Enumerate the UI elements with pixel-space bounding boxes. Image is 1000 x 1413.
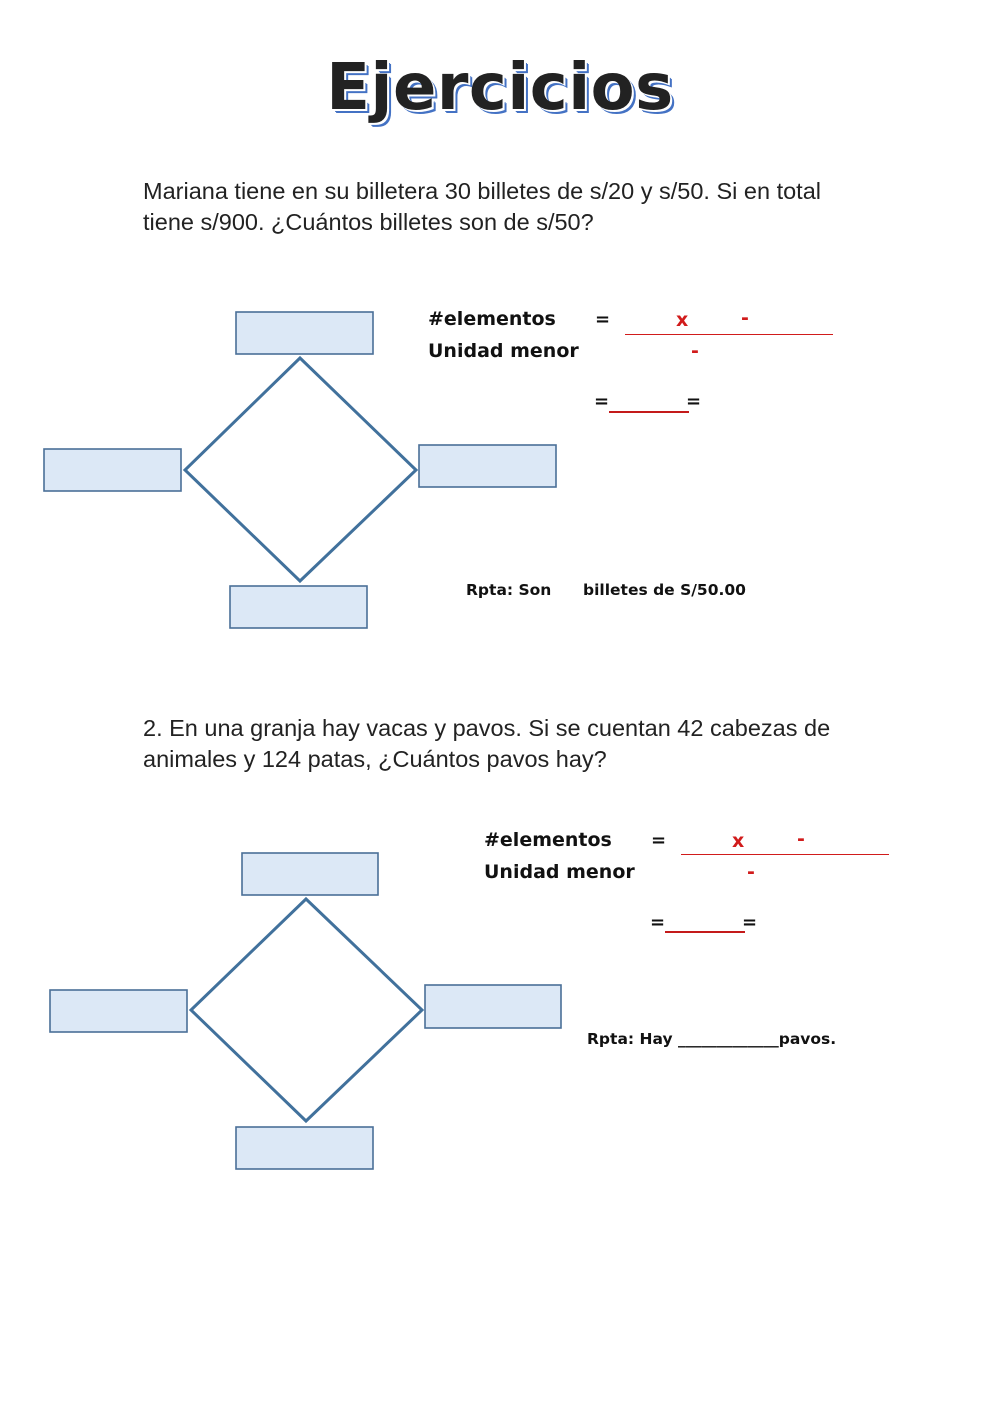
- result-equals-left: =: [650, 912, 666, 933]
- result-blank-line[interactable]: [665, 931, 745, 933]
- minus-symbol-top: -: [741, 307, 749, 329]
- answer-box-top[interactable]: [241, 852, 379, 896]
- answer-box-left[interactable]: [49, 989, 188, 1033]
- numerator-label: #elementos: [484, 829, 612, 851]
- answer-suffix: billetes de S/50.00: [583, 581, 746, 599]
- times-symbol: x: [676, 309, 689, 331]
- minus-symbol-bottom: -: [691, 340, 699, 362]
- answer-box-bottom[interactable]: [229, 585, 368, 629]
- exercise-1-question: Mariana tiene en su billetera 30 billete…: [143, 178, 821, 235]
- answer-prefix: Rpta: Son: [466, 581, 552, 599]
- denominator-label: Unidad menor: [428, 340, 579, 362]
- exercise-2-question: 2. En una granja hay vacas y pavos. Si s…: [143, 715, 831, 772]
- answer-box-left[interactable]: [43, 448, 182, 492]
- exercise-1-diagram: [0, 0, 1000, 700]
- equals-sign: =: [651, 830, 667, 851]
- answer-box-right[interactable]: [418, 444, 557, 488]
- answer-box-top[interactable]: [235, 311, 374, 355]
- minus-symbol-top: -: [797, 828, 805, 850]
- result-equals-right: =: [686, 391, 702, 412]
- diamond-shape: [182, 355, 419, 584]
- result-equals-left: =: [594, 391, 610, 412]
- times-symbol: x: [732, 830, 745, 852]
- result-equals-right: =: [742, 912, 758, 933]
- result-blank-line[interactable]: [609, 411, 689, 413]
- answer-line: Rpta: Hay _____________pavos.: [587, 1029, 836, 1049]
- equals-sign: =: [595, 309, 611, 330]
- answer-box-bottom[interactable]: [235, 1126, 374, 1170]
- diamond-shape: [188, 896, 425, 1124]
- numerator-label: #elementos: [428, 308, 556, 330]
- fraction-line: [681, 854, 889, 855]
- answer-suffix: pavos.: [778, 1030, 837, 1048]
- answer-blank[interactable]: _____________: [677, 1030, 779, 1048]
- page-title: Ejercicios: [326, 51, 674, 125]
- denominator-label: Unidad menor: [484, 861, 635, 883]
- answer-box-right[interactable]: [424, 984, 562, 1029]
- answer-prefix: Rpta: Hay: [587, 1030, 673, 1048]
- fraction-line: [625, 334, 833, 335]
- minus-symbol-bottom: -: [747, 861, 755, 883]
